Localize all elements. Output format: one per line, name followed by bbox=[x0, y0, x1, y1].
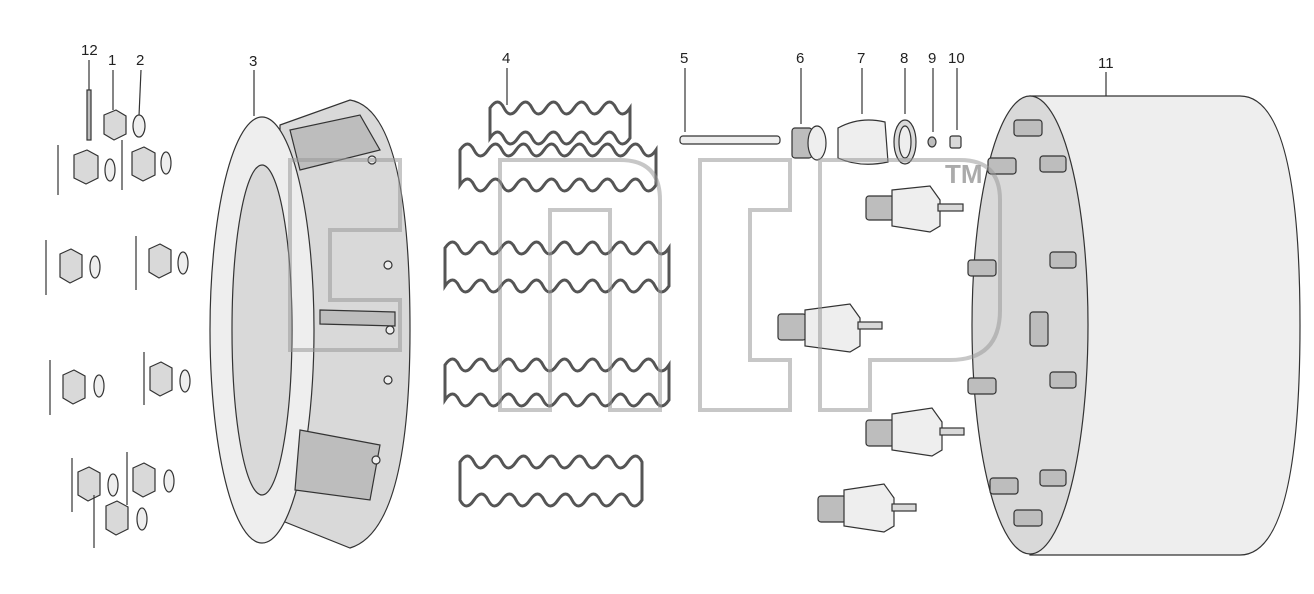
watermark-logo: TM bbox=[288, 158, 1002, 412]
fastener-group bbox=[45, 60, 191, 548]
plate-lug bbox=[294, 429, 381, 501]
callout-4: 4 bbox=[502, 50, 510, 67]
callout-6: 6 bbox=[796, 50, 804, 67]
plate-inner-bore bbox=[231, 164, 293, 496]
pressure-plate-part-3 bbox=[209, 70, 411, 549]
washer bbox=[163, 469, 175, 493]
trademark-symbol: TM bbox=[945, 159, 983, 189]
bolt-hole bbox=[385, 325, 395, 335]
guide-unit bbox=[817, 483, 917, 533]
washer bbox=[107, 473, 119, 497]
bushing-flange bbox=[807, 125, 827, 161]
callout-12: 12 bbox=[81, 42, 98, 59]
guide-unit bbox=[865, 185, 964, 233]
washer bbox=[93, 374, 105, 398]
callout-labels: 12 1 2 3 4 5 6 7 8 9 10 11 bbox=[81, 42, 1114, 72]
spring bbox=[488, 100, 632, 146]
nut bbox=[77, 466, 101, 502]
callout-7: 7 bbox=[857, 50, 865, 67]
springs-part-4 bbox=[443, 68, 671, 508]
bolt-hole bbox=[383, 260, 393, 270]
pin-rod bbox=[679, 135, 781, 145]
callout-11: 11 bbox=[1098, 55, 1114, 72]
nut bbox=[105, 500, 129, 536]
nut-part-10 bbox=[949, 135, 962, 149]
cup-part-7 bbox=[837, 119, 889, 165]
nut bbox=[148, 243, 172, 279]
washer bbox=[179, 369, 191, 393]
bolt-hole bbox=[383, 375, 393, 385]
guide-unit bbox=[865, 407, 965, 457]
ring-inner bbox=[898, 125, 912, 159]
washer bbox=[177, 251, 189, 275]
nut-part-1 bbox=[103, 109, 127, 141]
callout-10: 10 bbox=[948, 50, 965, 67]
spring bbox=[458, 454, 644, 508]
drum-studs bbox=[967, 119, 1077, 527]
guide-unit bbox=[777, 303, 883, 353]
callout-2: 2 bbox=[136, 52, 144, 69]
plate-lug bbox=[289, 114, 381, 171]
nut bbox=[149, 361, 173, 397]
callout-3: 3 bbox=[249, 53, 257, 70]
small-parts-6-10 bbox=[791, 68, 962, 165]
washer-part-2 bbox=[132, 114, 146, 138]
callout-5: 5 bbox=[680, 50, 688, 67]
plate-lug bbox=[319, 309, 396, 327]
spring bbox=[458, 142, 658, 193]
washer-part-9 bbox=[927, 136, 937, 148]
spring bbox=[443, 240, 671, 294]
pin-part-5 bbox=[679, 68, 781, 145]
drum-body bbox=[1029, 95, 1301, 556]
callout-9: 9 bbox=[928, 50, 936, 67]
callout-1: 1 bbox=[108, 52, 116, 69]
cover-drum-part-11 bbox=[967, 72, 1301, 556]
washer bbox=[160, 151, 172, 175]
nut bbox=[131, 146, 156, 182]
washer bbox=[104, 158, 116, 182]
stud-part-12 bbox=[86, 89, 92, 141]
bolt-hole bbox=[371, 455, 381, 465]
nut bbox=[132, 462, 156, 498]
nut bbox=[73, 149, 99, 185]
spring bbox=[443, 357, 671, 408]
washer bbox=[136, 507, 148, 531]
nut bbox=[62, 369, 86, 405]
leader-2 bbox=[138, 69, 142, 117]
callout-8: 8 bbox=[900, 50, 908, 67]
nut bbox=[59, 248, 83, 284]
washer bbox=[89, 255, 101, 279]
